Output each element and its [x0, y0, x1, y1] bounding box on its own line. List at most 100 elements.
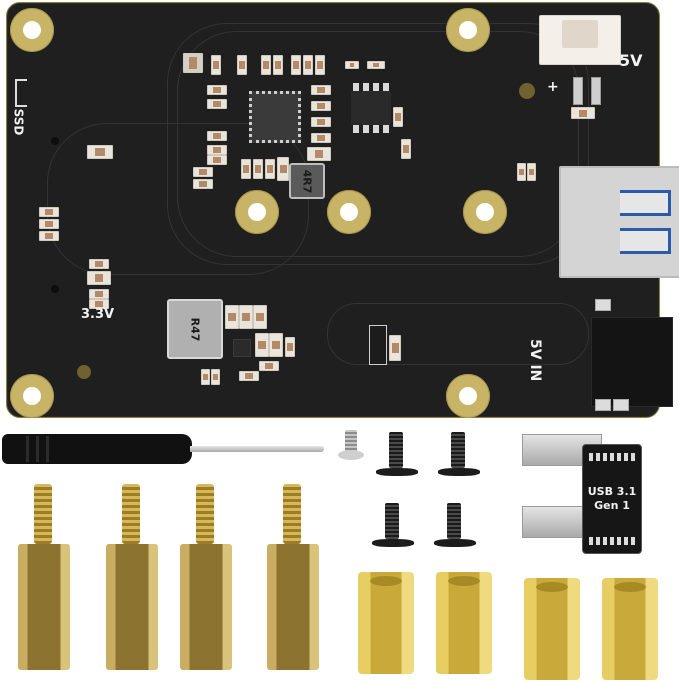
smd-component	[311, 85, 331, 95]
rail-3v3-label: 3.3V	[81, 307, 115, 322]
smd-component	[89, 259, 109, 269]
jst-5v-header[interactable]	[539, 15, 621, 65]
pcb-trace	[177, 31, 579, 257]
smd-component	[253, 305, 267, 329]
smd-component	[261, 55, 271, 75]
usb-tongue	[620, 228, 671, 254]
smd-component	[201, 369, 210, 385]
m2-hole-1	[235, 190, 279, 234]
brass-standoff-female	[524, 578, 580, 680]
usb-a-port[interactable]	[559, 166, 679, 278]
jst-pin	[573, 77, 583, 105]
inductor-4r7: 4R7	[289, 163, 325, 199]
brass-standoff-male	[267, 484, 319, 670]
pcb-board: SSD 4R7 R47 3.3V	[6, 2, 679, 418]
brass-standoff-female	[358, 572, 414, 674]
protection-diode	[369, 325, 387, 365]
usb-tongue	[620, 190, 671, 216]
brass-standoff-male	[106, 484, 158, 670]
inductor-r47: R47	[167, 299, 223, 359]
smd-component	[193, 167, 213, 177]
smd-component	[239, 371, 259, 381]
smd-component	[253, 159, 263, 179]
smd-component	[517, 163, 526, 181]
smd-component	[87, 271, 111, 285]
smd-component	[89, 289, 109, 299]
pcb-trace	[167, 23, 589, 265]
pcb-trace	[47, 123, 309, 275]
ssd-label: SSD	[11, 108, 26, 136]
black-screw	[372, 503, 414, 549]
smd-component	[291, 55, 301, 75]
jst-pin	[591, 77, 601, 105]
mounting-hole-bottom-right	[446, 374, 490, 418]
smd-component	[311, 101, 331, 111]
smd-component	[241, 159, 251, 179]
usb-bridge-label-line2: Gen 1	[594, 499, 630, 512]
smd-component	[277, 157, 289, 181]
black-screw	[434, 503, 476, 549]
brass-standoff-female	[436, 572, 492, 674]
smd-component	[207, 145, 227, 155]
smd-component	[303, 55, 313, 75]
smd-component	[239, 305, 253, 329]
smd-component	[265, 159, 275, 179]
dc-power-jack[interactable]	[591, 317, 673, 407]
smd-component	[87, 145, 113, 159]
smd-component	[367, 61, 385, 69]
usb-bridge-pcb: USB 3.1 Gen 1	[582, 444, 642, 554]
smd-component	[255, 333, 269, 357]
brass-standoff-female	[602, 578, 658, 680]
smd-component	[211, 369, 220, 385]
mounting-hole-top-right	[446, 8, 490, 52]
black-screw	[438, 432, 480, 478]
smd-component	[345, 61, 359, 69]
smd-component	[89, 299, 109, 309]
dc-jack-pad	[595, 399, 611, 411]
smd-component	[401, 139, 411, 159]
pcb-trace	[327, 303, 589, 365]
smd-component	[269, 333, 283, 357]
smd-component	[285, 337, 295, 357]
smd-component	[225, 305, 239, 329]
smd-component	[193, 179, 213, 189]
usb-bridge-label-line1: USB 3.1	[587, 485, 637, 498]
silver-screw	[338, 430, 364, 464]
screwdriver-shaft	[190, 446, 324, 452]
smd-component	[311, 117, 331, 127]
brass-standoff-male	[180, 484, 232, 670]
brass-standoff-male	[18, 484, 70, 670]
black-screw	[376, 432, 418, 478]
test-pad	[519, 83, 535, 99]
via	[51, 137, 59, 145]
test-pad	[77, 365, 91, 379]
dc-jack-pad	[595, 299, 611, 311]
smd-component	[211, 55, 221, 75]
smd-component	[259, 361, 279, 371]
regulator-chip	[233, 339, 251, 357]
smd-component	[237, 55, 247, 75]
usb-bridge-adapter: USB 3.1 Gen 1	[522, 434, 642, 554]
smd-component	[393, 107, 403, 127]
smd-component	[39, 207, 59, 217]
smd-component	[207, 155, 227, 165]
smd-component	[527, 163, 536, 181]
ssd-led	[15, 79, 27, 107]
mounting-hole-bottom-left	[10, 374, 54, 418]
smd-component	[571, 107, 595, 119]
flash-chip	[351, 83, 391, 133]
smd-component	[207, 85, 227, 95]
smd-component	[307, 147, 331, 161]
smd-component	[315, 55, 325, 75]
dc-jack-pad	[613, 399, 629, 411]
plus-label: +	[547, 79, 559, 95]
usb-sata-bridge-chip	[249, 91, 301, 143]
m2-hole-2	[327, 190, 371, 234]
mounting-hole-top-left	[10, 8, 54, 52]
smd-component	[311, 133, 331, 143]
smd-component	[39, 219, 59, 229]
smd-component	[207, 131, 227, 141]
smd-component	[207, 99, 227, 109]
power-5v-label: 5V	[619, 51, 643, 70]
smd-component	[39, 231, 59, 241]
